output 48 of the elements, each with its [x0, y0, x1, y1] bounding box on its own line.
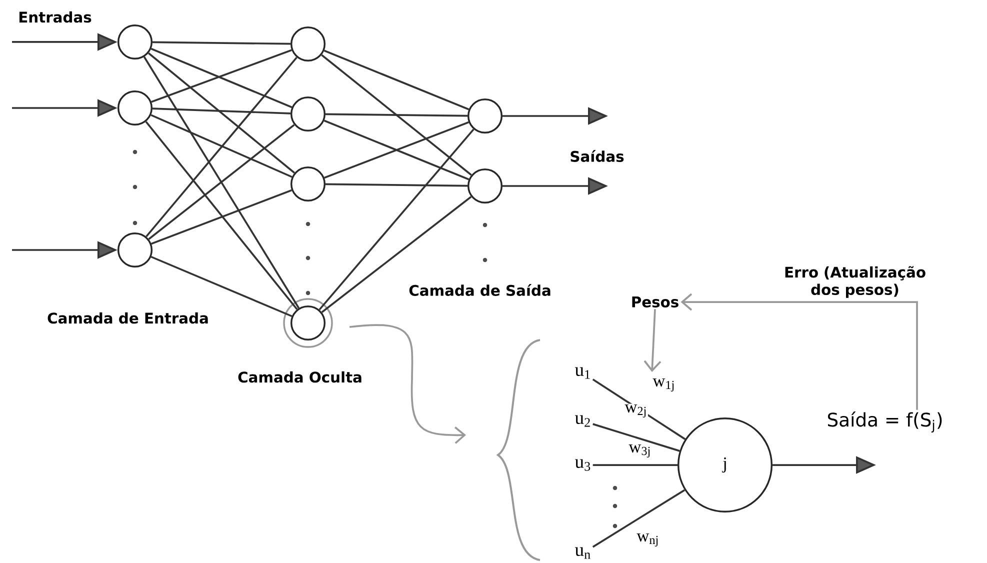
connection-line: [152, 41, 290, 45]
connection-line: [592, 378, 686, 440]
edge-label: Erro (Atualização dos pesos): [785, 266, 926, 298]
input-label: u$_{2}$: [575, 415, 590, 427]
connection-line: [321, 54, 472, 176]
connection-line: [592, 464, 678, 466]
connection-line: [326, 113, 468, 117]
edge-label: w$_{nj}$: [636, 532, 660, 548]
connection-line: [150, 256, 292, 318]
weights-label: Pesos: [632, 296, 678, 308]
input-label: u$_{3}$: [575, 459, 590, 471]
neuron-circle: [117, 232, 153, 268]
connection-line: [326, 183, 468, 187]
neuron-circle: [290, 166, 326, 202]
neuron-circle: [467, 168, 503, 204]
connection-line: [146, 56, 298, 238]
curved-arrow: [349, 324, 466, 444]
neuron-circle: [290, 96, 326, 132]
neuron-circle: [467, 98, 503, 134]
connection-line: [318, 128, 474, 310]
connection-line: [143, 56, 300, 309]
neuron-circle: [117, 24, 153, 60]
output-formula: Saída = f(S$_{j}$): [828, 412, 942, 432]
edge-label: w$_{3j}$: [628, 444, 652, 458]
feedback-arrow: [680, 293, 918, 410]
edge-label: w$_{1j}$: [652, 378, 676, 392]
arrow: [644, 309, 662, 372]
neuron-circle: [117, 90, 153, 126]
connection-line: [148, 52, 296, 174]
layer-label: Saídas: [570, 150, 624, 162]
layer-label: Camada de Saída: [409, 284, 550, 296]
connection-line: [592, 489, 686, 548]
input-label: u$_{n}$: [575, 547, 590, 559]
neuron-circle: [290, 305, 326, 341]
layer-label: Camada Oculta: [238, 371, 362, 383]
connection-line: [324, 50, 470, 110]
connection-line: [150, 114, 292, 178]
layer-label: Camada de Entrada: [48, 312, 208, 324]
connection-line: [148, 124, 295, 240]
connection-line: [592, 423, 680, 452]
connection-line: [145, 121, 298, 310]
edge-label: w$_{2j}$: [624, 404, 648, 418]
neuron-circle: [290, 26, 326, 62]
connection-line: [152, 108, 291, 114]
input-label: u$_{1}$: [575, 367, 590, 379]
layer-label: Entradas: [19, 11, 92, 23]
connection-line: [321, 196, 472, 314]
connection-line: [151, 189, 292, 245]
